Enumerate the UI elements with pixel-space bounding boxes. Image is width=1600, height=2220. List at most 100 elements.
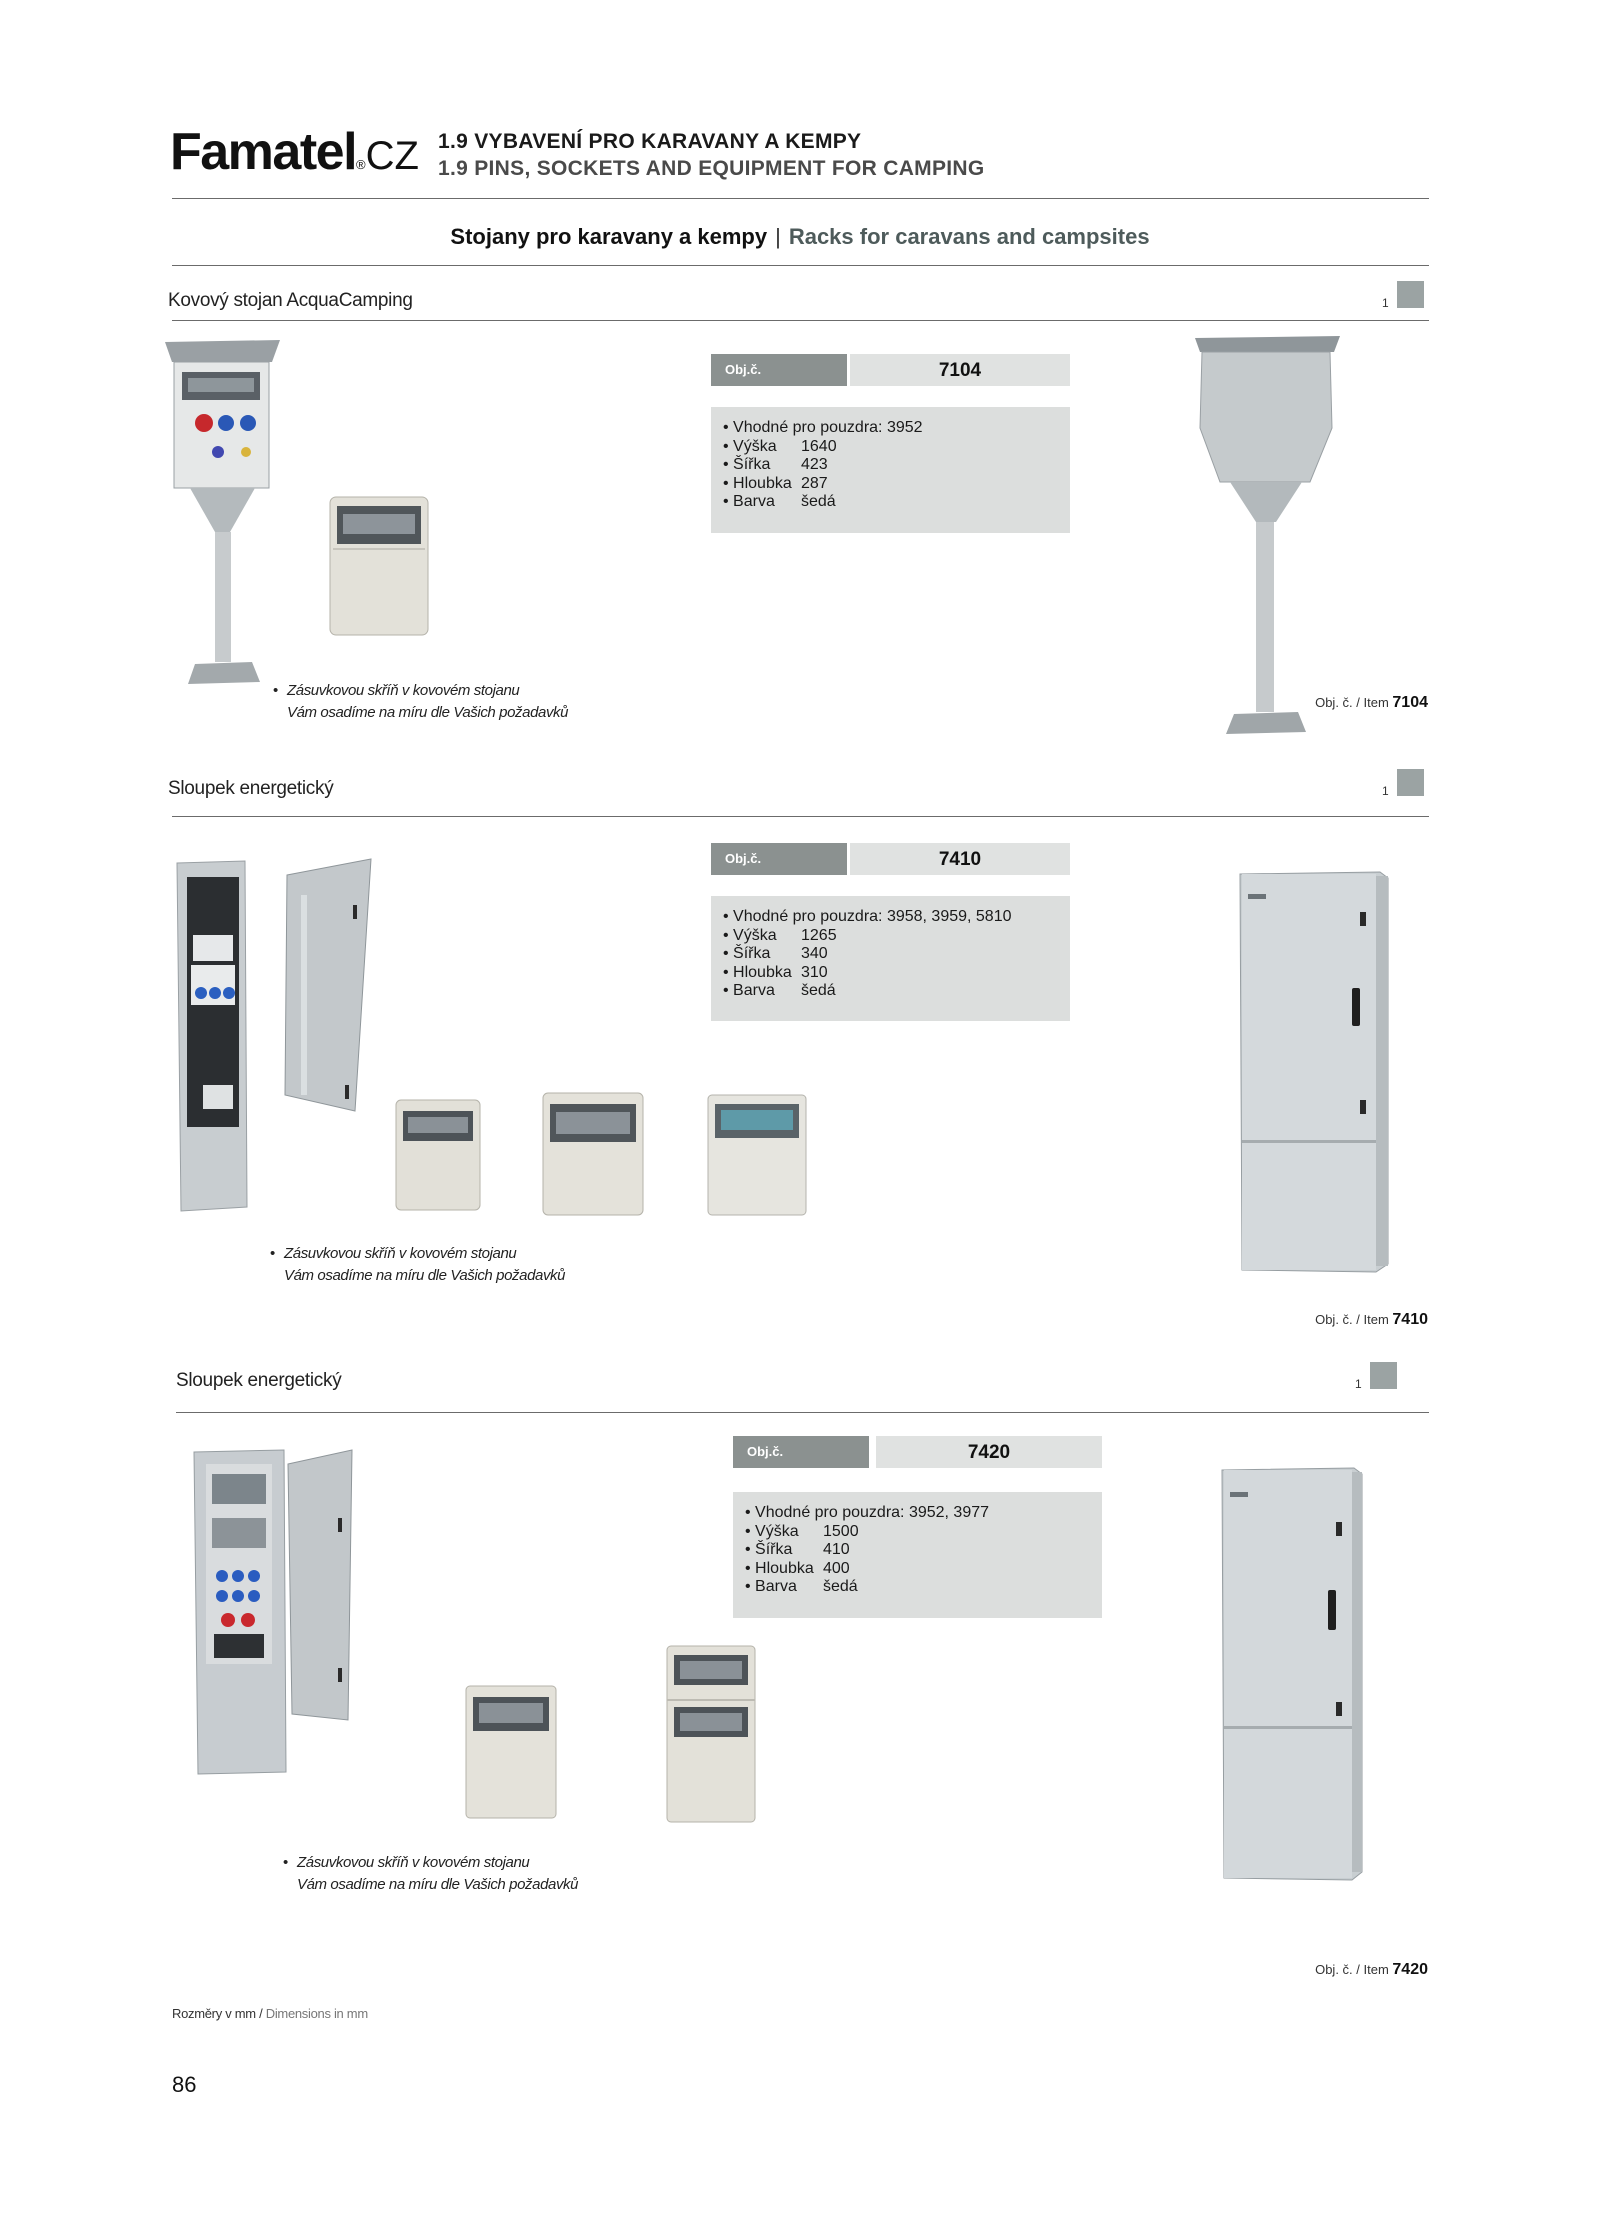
item-prefix: Obj. č. / Item (1315, 1962, 1389, 1977)
item-reference: Obj. č. / Item 7410 (1315, 1311, 1428, 1329)
dimensions-note-en: Dimensions in mm (265, 2006, 368, 2021)
quantity-box (1370, 1362, 1397, 1389)
spec-row: • Hloubka 400 (745, 1560, 1090, 1579)
spec-key: • Vhodné pro pouzdra: 3958, 3959, 5810 (723, 908, 1012, 925)
product-image-closed-pillar (1221, 1467, 1363, 1881)
spec-value: 410 (823, 1541, 850, 1558)
order-code-label: Obj.č. (711, 354, 847, 386)
chapter-title-en: 1.9 PINS, SOCKETS AND EQUIPMENT FOR CAMP… (438, 157, 985, 180)
section-divider (176, 1412, 1429, 1413)
order-code-value: 7410 (850, 843, 1070, 875)
spec-value: 1265 (801, 926, 837, 944)
order-code-value: 7420 (876, 1436, 1102, 1468)
spec-key: • Hloubka (745, 1559, 814, 1577)
note-line: Vám osadíme na míru dle Vašich požadavků (297, 1876, 579, 1893)
item-reference: Obj. č. / Item 7104 (1315, 694, 1428, 712)
quantity-box (1397, 281, 1424, 308)
spec-key: • Barva (723, 982, 775, 999)
spec-value: šedá (801, 493, 836, 510)
product-image-open-pillar (193, 1449, 353, 1775)
page-subtitle: Stojany pro karavany a kempy | Racks for c… (0, 224, 1600, 250)
item-code: 7410 (1392, 1311, 1428, 1328)
product-image-socket-enclosure (542, 1092, 644, 1216)
dimensions-note: Rozměry v mm / Dimensions in mm (172, 2006, 368, 2021)
spec-value: šedá (823, 1578, 858, 1595)
spec-key: • Výška (745, 1522, 799, 1540)
subtitle-cz: Stojany pro karavany a kempy (450, 224, 768, 249)
product-image-socket-enclosure (329, 496, 429, 636)
subtitle-separator: | (775, 224, 781, 249)
order-code-label: Obj.č. (711, 843, 847, 875)
spec-box: • Vhodné pro pouzdra: 3952 • Výška 1640 •… (711, 407, 1070, 533)
item-reference: Obj. č. / Item 7420 (1315, 1961, 1428, 1979)
spec-key: • Barva (723, 493, 775, 510)
order-code-value: 7104 (850, 354, 1070, 386)
spec-row: • Hloubka 310 (723, 964, 1058, 983)
spec-box: • Vhodné pro pouzdra: 3952, 3977 • Výška… (733, 1492, 1102, 1618)
product-image-socket-enclosure (707, 1094, 807, 1216)
quantity-label: 1 (1355, 1377, 1362, 1391)
spec-row: • Výška 1640 (723, 438, 1058, 457)
product-image-socket-enclosure (465, 1685, 557, 1819)
section-divider (172, 320, 1429, 321)
brand-name: Famatel (170, 123, 358, 181)
spec-row: • Výška 1500 (745, 1523, 1090, 1542)
spec-row: • Barva šedá (723, 493, 1058, 512)
note-line: Vám osadíme na míru dle Vašich požadavků (284, 1267, 566, 1284)
item-prefix: Obj. č. / Item (1315, 695, 1389, 710)
spec-row: • Vhodné pro pouzdra: 3952 (723, 419, 1058, 438)
chapter-title-cz: 1.9 VYBAVENÍ PRO KARAVANY A KEMPY (438, 130, 862, 153)
spec-key: • Šířka (723, 945, 771, 962)
product-image-socket-enclosure (395, 1099, 481, 1211)
item-prefix: Obj. č. / Item (1315, 1312, 1389, 1327)
quantity-label: 1 (1382, 296, 1389, 310)
spec-key: • Výška (723, 437, 777, 455)
section-title: Sloupek energetický (168, 778, 334, 799)
product-image-stand-with-sockets (165, 340, 280, 684)
spec-value: 1640 (801, 437, 837, 455)
item-code: 7420 (1392, 1961, 1428, 1978)
product-note: •Zásuvkovou skříň v kovovém stojanu Vám … (283, 1852, 579, 1896)
spec-value: šedá (801, 982, 836, 999)
item-code: 7104 (1392, 694, 1428, 711)
spec-row: • Vhodné pro pouzdra: 3952, 3977 (745, 1504, 1090, 1523)
spec-key: • Vhodné pro pouzdra: 3952, 3977 (745, 1504, 990, 1521)
product-image-open-pillar (176, 858, 372, 1212)
spec-box: • Vhodné pro pouzdra: 3958, 3959, 5810 •… (711, 896, 1070, 1021)
spec-value: 400 (823, 1559, 850, 1577)
product-image-stand-rear (1195, 336, 1340, 734)
spec-row: • Barva šedá (745, 1578, 1090, 1597)
order-code-label: Obj.č. (733, 1436, 869, 1468)
spec-row: • Barva šedá (723, 982, 1058, 1001)
note-line: Zásuvkovou skříň v kovovém stojanu (287, 682, 520, 699)
dimensions-note-cz: Rozměry v mm / (172, 2006, 263, 2021)
spec-key: • Barva (745, 1578, 797, 1595)
spec-value: 340 (801, 945, 828, 962)
product-note: •Zásuvkovou skříň v kovovém stojanu Vám … (270, 1243, 566, 1287)
spec-key: • Šířka (723, 456, 771, 473)
section-title: Sloupek energetický (176, 1370, 342, 1391)
spec-row: • Vhodné pro pouzdra: 3958, 3959, 5810 (723, 908, 1058, 927)
note-line: Vám osadíme na míru dle Vašich požadavků (287, 704, 569, 721)
section-title: Kovový stojan AcquaCamping (168, 290, 413, 311)
brand-registered-mark: ® (356, 157, 366, 172)
quantity-box (1397, 769, 1424, 796)
brand-domain: CZ (365, 134, 419, 178)
product-image-double-enclosure (666, 1645, 756, 1823)
note-line: Zásuvkovou skříň v kovovém stojanu (297, 1854, 530, 1871)
note-line: Zásuvkovou skříň v kovovém stojanu (284, 1245, 517, 1262)
spec-value: 1500 (823, 1522, 859, 1540)
spec-key: • Hloubka (723, 963, 792, 981)
spec-row: • Šířka 340 (723, 945, 1058, 964)
product-note: •Zásuvkovou skříň v kovovém stojanu Vám … (273, 680, 569, 724)
page-number: 86 (172, 2072, 197, 2097)
spec-value: 310 (801, 963, 828, 981)
subtitle-en: Racks for caravans and campsites (788, 224, 1150, 249)
brand-logo: Famatel®CZ (170, 122, 419, 182)
spec-key: • Hloubka (723, 474, 792, 492)
spec-key: • Vhodné pro pouzdra: 3952 (723, 419, 923, 436)
